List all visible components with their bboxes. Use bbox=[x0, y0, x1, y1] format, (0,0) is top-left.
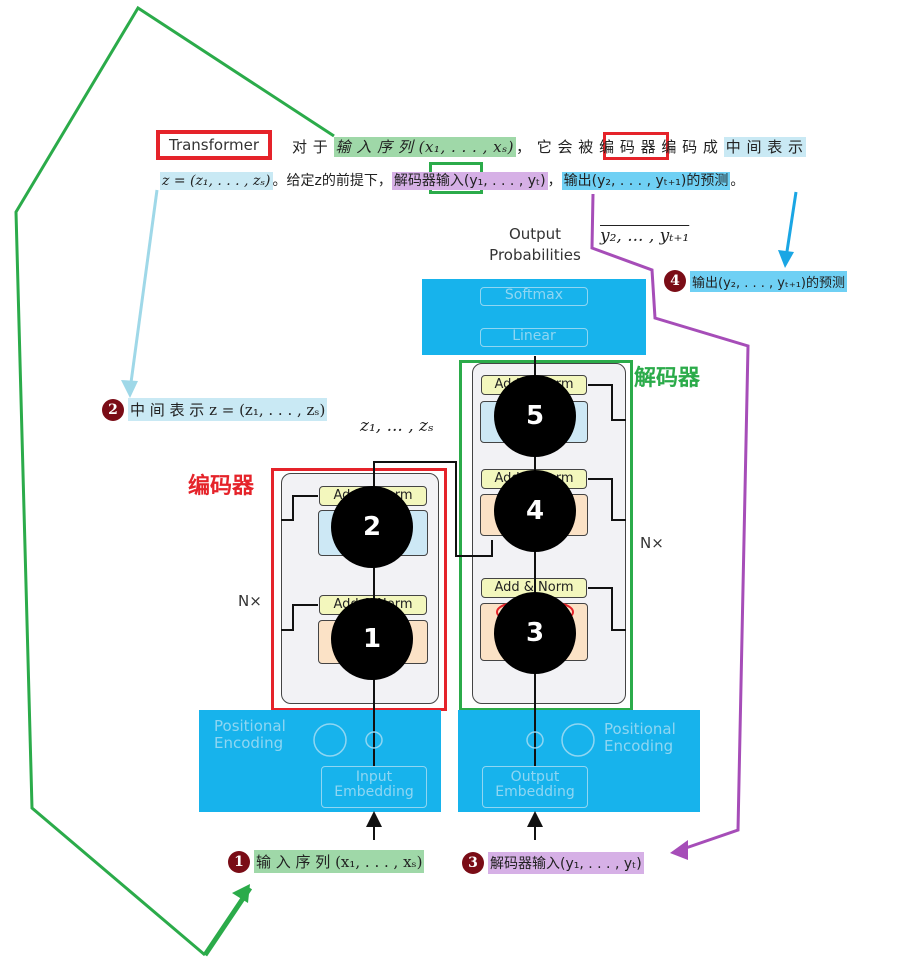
sky-arrow-line bbox=[784, 191, 798, 259]
pos-enc-left-label: Positional Encoding bbox=[214, 717, 286, 752]
decoder-outline bbox=[459, 360, 633, 711]
pos-enc-plus-left bbox=[365, 731, 383, 749]
badge-3: 3 bbox=[462, 852, 484, 874]
linear-softmax-panel bbox=[422, 279, 646, 355]
badge-1: 1 bbox=[228, 850, 250, 873]
input-embedding-box bbox=[321, 766, 427, 808]
green-arrow-head bbox=[232, 884, 250, 903]
line1-text-b: ， 它 会 被 bbox=[516, 138, 600, 156]
line2-text-b: ， bbox=[547, 173, 562, 189]
decoder-cn-label: 解码器 bbox=[634, 366, 701, 391]
badge-4: 4 bbox=[664, 270, 686, 292]
enc-res-1 bbox=[281, 604, 318, 631]
dec-res-1 bbox=[588, 587, 626, 631]
green-long-arrow bbox=[14, 5, 335, 957]
decoder-embedding-panel bbox=[458, 710, 700, 812]
badge-2: 2 bbox=[102, 398, 124, 421]
output-embedding-box bbox=[482, 766, 588, 808]
line1-text-a: 对 于 bbox=[292, 138, 334, 156]
circle-3: 3 bbox=[494, 592, 576, 674]
purple-arrow-head bbox=[670, 840, 688, 860]
nx-left: N× bbox=[238, 592, 262, 610]
label-2-text: 中 间 表 示 z = (z₁, . . . , zₛ) bbox=[128, 398, 328, 421]
circle-2: 2 bbox=[331, 486, 413, 568]
lightblue-arrow-head bbox=[121, 380, 138, 398]
line2-text-c: 。 bbox=[730, 173, 745, 189]
pos-enc-wave-left bbox=[313, 723, 347, 757]
input-embedding-label: Input Embedding bbox=[334, 769, 414, 801]
pos-enc-right-label: Positional Encoding bbox=[604, 720, 676, 755]
sky-arrow-head bbox=[778, 250, 794, 268]
encoder-inline-highlight bbox=[603, 132, 669, 160]
circle-5: 5 bbox=[494, 375, 576, 457]
pos-enc-wave-right bbox=[561, 723, 595, 757]
line1-text-c: 编 码 成 bbox=[656, 138, 724, 156]
purple-arrow-line bbox=[590, 193, 750, 852]
circle-4: 4 bbox=[494, 470, 576, 552]
transformer-title: Transformer bbox=[168, 136, 259, 154]
header-line-2: z = (z₁, . . . , zₛ)。给定z的前提下，解码器输入(y₁, .… bbox=[160, 170, 744, 190]
circle-1: 1 bbox=[331, 598, 413, 680]
output-probabilities-label: Output Probabilities bbox=[489, 225, 581, 264]
softmax-label: Softmax bbox=[504, 287, 564, 303]
encoder-outline bbox=[271, 468, 447, 711]
dec-res-3 bbox=[588, 384, 626, 421]
label-2: 2 中 间 表 示 z = (z₁, . . . , zₛ) bbox=[102, 398, 328, 421]
linear-label: Linear bbox=[512, 328, 556, 344]
y-hat-label: y₂, ... , yₜ₊₁ bbox=[600, 226, 690, 246]
label-3: 3 解码器输入(y₁, . . . , yₜ) bbox=[462, 852, 644, 874]
label-1-text: 输 入 序 列 (x₁, . . . , xₛ) bbox=[254, 850, 425, 873]
encoder-to-decoder-line bbox=[373, 461, 493, 557]
label-4: 4 输出(y₂, . . . , yₜ₊₁)的预测 bbox=[664, 270, 847, 292]
label-1: 1 输 入 序 列 (x₁, . . . , xₛ) bbox=[228, 850, 425, 873]
encoder-cn-label: 编码器 bbox=[188, 474, 255, 499]
output-embedding-label: Output Embedding bbox=[495, 769, 575, 801]
label-3-text: 解码器输入(y₁, . . . , yₜ) bbox=[488, 852, 644, 874]
label-4-text: 输出(y₂, . . . , yₜ₊₁)的预测 bbox=[690, 270, 847, 292]
line2-z: z = (z₁, . . . , zₛ) bbox=[160, 172, 273, 190]
transformer-title-box: Transformer bbox=[156, 130, 272, 160]
line2-output: 输出(y₂, . . . , yₜ₊₁)的预测 bbox=[561, 172, 731, 190]
dec-res-2 bbox=[588, 478, 626, 521]
header-line-1: 对 于 输 入 序 列 (x₁, . . . , xₛ)， 它 会 被 编 码 … bbox=[292, 136, 806, 157]
line1-input-seq: 输 入 序 列 (x₁, . . . , xₛ) bbox=[333, 137, 516, 157]
linear-box bbox=[480, 328, 588, 347]
lightblue-arrow-line bbox=[128, 189, 159, 391]
line2-text-a: 。给定z的前提下， bbox=[272, 173, 392, 189]
line1-intermediate: 中 间 表 示 bbox=[723, 137, 806, 157]
enc-res-2 bbox=[281, 495, 318, 521]
z-seq-label: z₁, ... , zₛ bbox=[360, 416, 434, 436]
softmax-box bbox=[480, 287, 588, 306]
nx-right: N× bbox=[640, 534, 664, 552]
line2-decoder-input: 解码器输入(y₁, . . . , yₜ) bbox=[391, 172, 548, 190]
line1-encoder: 编 码 器 bbox=[599, 138, 657, 156]
pos-enc-plus-right bbox=[526, 731, 544, 749]
